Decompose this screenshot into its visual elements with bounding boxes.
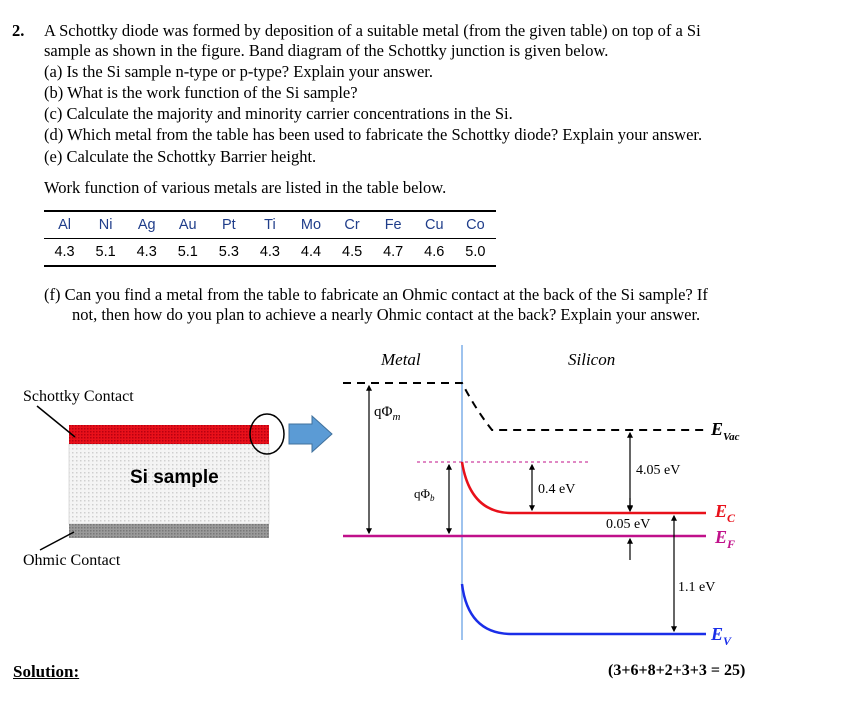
ev-label: EV — [710, 624, 732, 648]
bandgap-label: 1.1 eV — [678, 580, 715, 595]
metal-label: Metal — [380, 350, 421, 369]
work-function-cell: 4.7 — [372, 238, 414, 267]
phi-b-subscript: b — [430, 493, 435, 503]
schottky-pointer-line — [36, 405, 76, 438]
metal-name-cell: Cu — [413, 210, 455, 239]
part-f-line1: (f) Can you find a metal from the table … — [44, 285, 708, 304]
ev-subscript: V — [723, 634, 732, 648]
conduction-band-line — [460, 461, 706, 515]
metal-name-cell: Co — [454, 210, 496, 239]
evac-symbol: E — [710, 419, 723, 439]
work-function-cell: 5.1 — [167, 238, 209, 267]
ec-ef-label: 0.05 eV — [606, 517, 650, 532]
zoom-arrow-icon — [288, 414, 333, 454]
ohmic-metal-layer — [69, 524, 269, 538]
metal-name-cell: Mo — [290, 210, 332, 239]
work-function-cell: 4.3 — [126, 238, 168, 267]
ec-subscript: C — [727, 511, 736, 525]
ef-symbol: E — [714, 527, 727, 547]
metal-name-cell: Ni — [85, 210, 127, 239]
points-breakdown: (3+6+8+2+3+3 = 25) — [608, 662, 746, 679]
zoom-circle — [249, 413, 285, 455]
phi-b-label: qΦb — [414, 486, 435, 503]
work-function-cell: 5.3 — [208, 238, 250, 267]
part-c: (c) Calculate the majority and minority … — [44, 104, 513, 123]
evac-label: EVac — [710, 419, 740, 443]
schottky-contact-label: Schottky Contact — [23, 388, 134, 405]
work-function-cell: 4.6 — [413, 238, 455, 267]
solution-label: Solution: — [13, 662, 80, 681]
ec-label: EC — [714, 501, 736, 525]
ohmic-pointer-line — [39, 531, 75, 551]
table-caption: Work function of various metals are list… — [44, 178, 447, 197]
part-a: (a) Is the Si sample n-type or p-type? E… — [44, 62, 434, 81]
schottky-metal-layer — [69, 425, 269, 444]
part-e: (e) Calculate the Schottky Barrier heigh… — [44, 147, 317, 166]
problem-intro-line1: A Schottky diode was formed by depositio… — [44, 21, 701, 40]
work-function-cell: 5.0 — [454, 238, 496, 267]
vacuum-level-line — [343, 382, 706, 431]
work-function-cell: 4.3 — [44, 238, 86, 267]
phi-b-symbol: qΦ — [414, 486, 431, 501]
valence-band-line — [460, 583, 706, 636]
affinity-label: 4.05 eV — [636, 463, 680, 478]
metal-name-cell: Cr — [331, 210, 373, 239]
metal-name-cell: Ti — [249, 210, 291, 239]
sample-figure — [36, 405, 333, 551]
phi-m-subscript: m — [392, 411, 400, 423]
part-d: (d) Which metal from the table has been … — [44, 125, 703, 144]
metal-name-cell: Ag — [126, 210, 168, 239]
part-b: (b) What is the work function of the Si … — [44, 83, 358, 102]
ef-label: EF — [714, 527, 735, 551]
phi-m-label: qΦm — [374, 404, 400, 423]
ohmic-contact-label: Ohmic Contact — [23, 552, 121, 569]
work-function-cell: 4.5 — [331, 238, 373, 267]
work-function-cell: 4.4 — [290, 238, 332, 267]
ec-symbol: E — [714, 501, 727, 521]
metals-table-value-row: 4.3 5.1 4.3 5.1 5.3 4.3 4.4 4.5 4.7 4.6 … — [44, 238, 496, 267]
metals-table-header-row: Al Ni Ag Au Pt Ti Mo Cr Fe Cu Co — [44, 210, 496, 239]
si-sample-block — [68, 443, 270, 525]
work-function-cell: 4.3 — [249, 238, 291, 267]
metal-name-cell: Al — [44, 210, 86, 239]
silicon-label: Silicon — [568, 350, 615, 369]
metal-name-cell: Pt — [208, 210, 250, 239]
metal-name-cell: Fe — [372, 210, 414, 239]
evac-subscript: Vac — [723, 431, 740, 443]
problem-number: 2. — [12, 21, 25, 40]
part-f-line2: not, then how do you plan to achieve a n… — [72, 305, 701, 324]
si-sample-label: Si sample — [130, 467, 219, 488]
work-function-cell: 5.1 — [85, 238, 127, 267]
problem-intro-line2: sample as shown in the figure. Band diag… — [44, 41, 609, 60]
metal-name-cell: Au — [167, 210, 209, 239]
phi-m-symbol: qΦ — [374, 404, 393, 420]
metals-table: Al Ni Ag Au Pt Ti Mo Cr Fe Cu Co 4.3 5.1… — [44, 210, 496, 267]
ef-subscript: F — [726, 537, 735, 551]
bending-label: 0.4 eV — [538, 482, 575, 497]
ev-symbol: E — [710, 624, 723, 644]
